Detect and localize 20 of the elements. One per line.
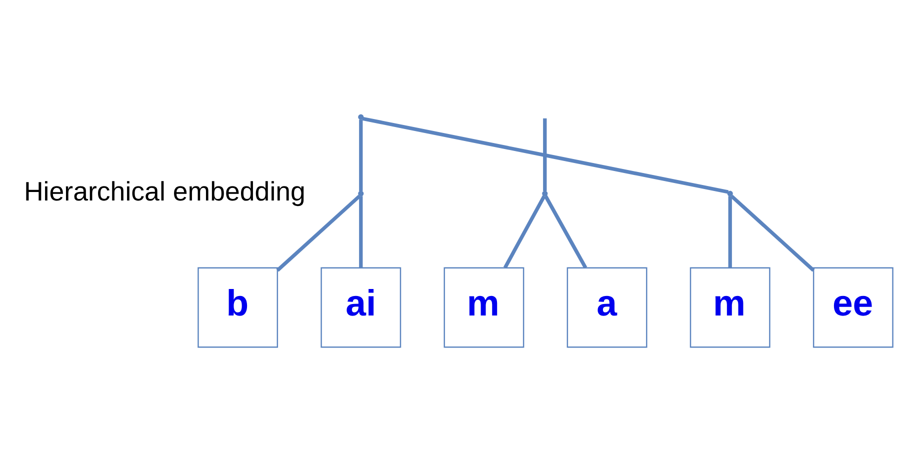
node-point (542, 190, 548, 196)
node-point (358, 190, 364, 196)
node-box: ee (812, 266, 894, 348)
node-box: b (198, 266, 278, 348)
node-point (727, 190, 733, 196)
connector (730, 194, 815, 272)
node-point (358, 114, 364, 120)
node-box: m (444, 266, 524, 348)
label: Hierarchical embedding (24, 176, 306, 206)
node-box: m (690, 266, 770, 348)
connector (359, 119, 363, 191)
node-box: a (566, 266, 648, 348)
connector (362, 116, 729, 194)
connector (503, 194, 546, 268)
connector (544, 194, 588, 268)
node-box: ai (320, 266, 402, 348)
connector (543, 118, 547, 191)
connector (728, 196, 732, 268)
connector (359, 196, 363, 268)
connector (276, 194, 361, 272)
